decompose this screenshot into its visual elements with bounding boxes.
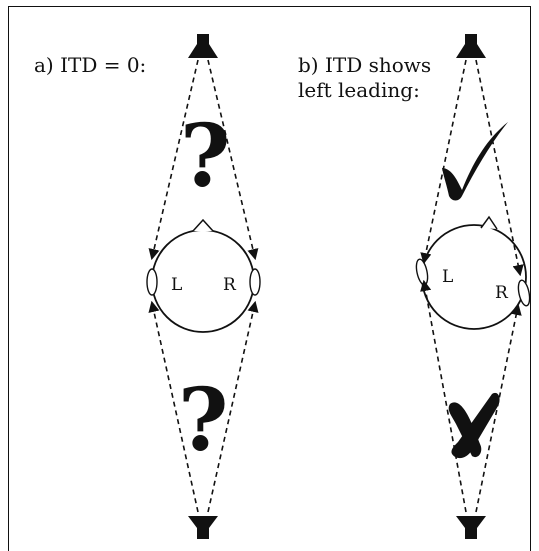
right-ear-label-a: R xyxy=(223,275,237,295)
path-front-to-left-ear xyxy=(148,59,199,261)
panel-a-caption: a) ITD = 0: xyxy=(34,53,146,77)
path-back-to-left-ear xyxy=(420,279,467,513)
cross-icon xyxy=(448,392,500,459)
left-ear-label-b: L xyxy=(442,267,453,287)
path-front-to-right-ear xyxy=(207,59,259,261)
front-speaker-icon xyxy=(456,34,486,58)
panel-a: a) ITD = 0: ? L R ? xyxy=(34,34,261,539)
front-question-mark: ? xyxy=(180,106,230,207)
panel-b-caption-line2: left leading: xyxy=(298,78,420,102)
panel-b-caption-line1: b) ITD shows xyxy=(298,53,431,77)
back-speaker-icon xyxy=(456,516,486,539)
front-speaker-icon xyxy=(188,34,218,58)
right-ear-label-b: R xyxy=(495,283,509,303)
panel-b: b) ITD shows left leading: L R xyxy=(298,34,531,539)
path-front-to-right-ear xyxy=(475,59,524,277)
path-back-to-right-ear xyxy=(475,303,522,513)
path-front-to-left-ear xyxy=(420,59,467,265)
figure-frame xyxy=(8,6,531,551)
left-ear-label-a: L xyxy=(171,275,182,295)
back-question-mark: ? xyxy=(178,370,228,471)
listener-head-b xyxy=(415,215,531,330)
check-icon xyxy=(442,122,508,201)
listener-head-a xyxy=(146,218,261,333)
back-speaker-icon xyxy=(188,516,218,539)
